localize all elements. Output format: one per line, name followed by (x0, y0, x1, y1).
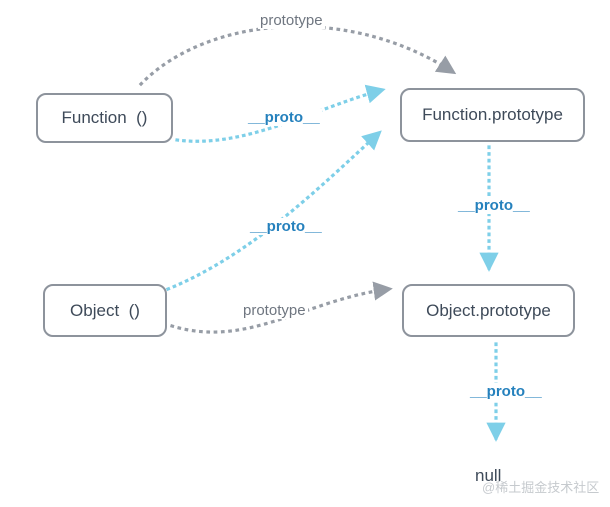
node-object-constructor-label: Object () (70, 300, 140, 320)
node-object-prototype: Object.prototype (402, 284, 575, 337)
node-object-prototype-label: Object.prototype (426, 300, 551, 320)
edge-label-function-prototype: prototype (258, 12, 325, 29)
edge-function-proto-arrow (175, 84, 386, 143)
edge-label-functionprototype-proto: __proto__ (456, 197, 532, 214)
edge-label-object-proto: __proto__ (248, 218, 324, 235)
edge-object-prototype-arrow (170, 281, 393, 334)
edge-label-function-proto: __proto__ (246, 109, 322, 126)
edge-label-objectprototype-proto: __proto__ (468, 383, 544, 400)
node-null-label: null (475, 466, 502, 485)
juejin-watermark: @稀土掘金技术社区 (482, 480, 600, 495)
edge-label-object-prototype: prototype (241, 302, 308, 319)
node-function-prototype-label: Function.prototype (422, 105, 563, 124)
edge-object-proto-arrow (165, 130, 382, 292)
node-function-prototype: Function.prototype (400, 88, 585, 142)
node-function-constructor-label: Function () (61, 108, 148, 127)
edge-function-prototype-arrow (138, 24, 457, 87)
node-object-constructor: Object () (43, 284, 167, 337)
node-function-constructor: Function () (36, 93, 173, 143)
